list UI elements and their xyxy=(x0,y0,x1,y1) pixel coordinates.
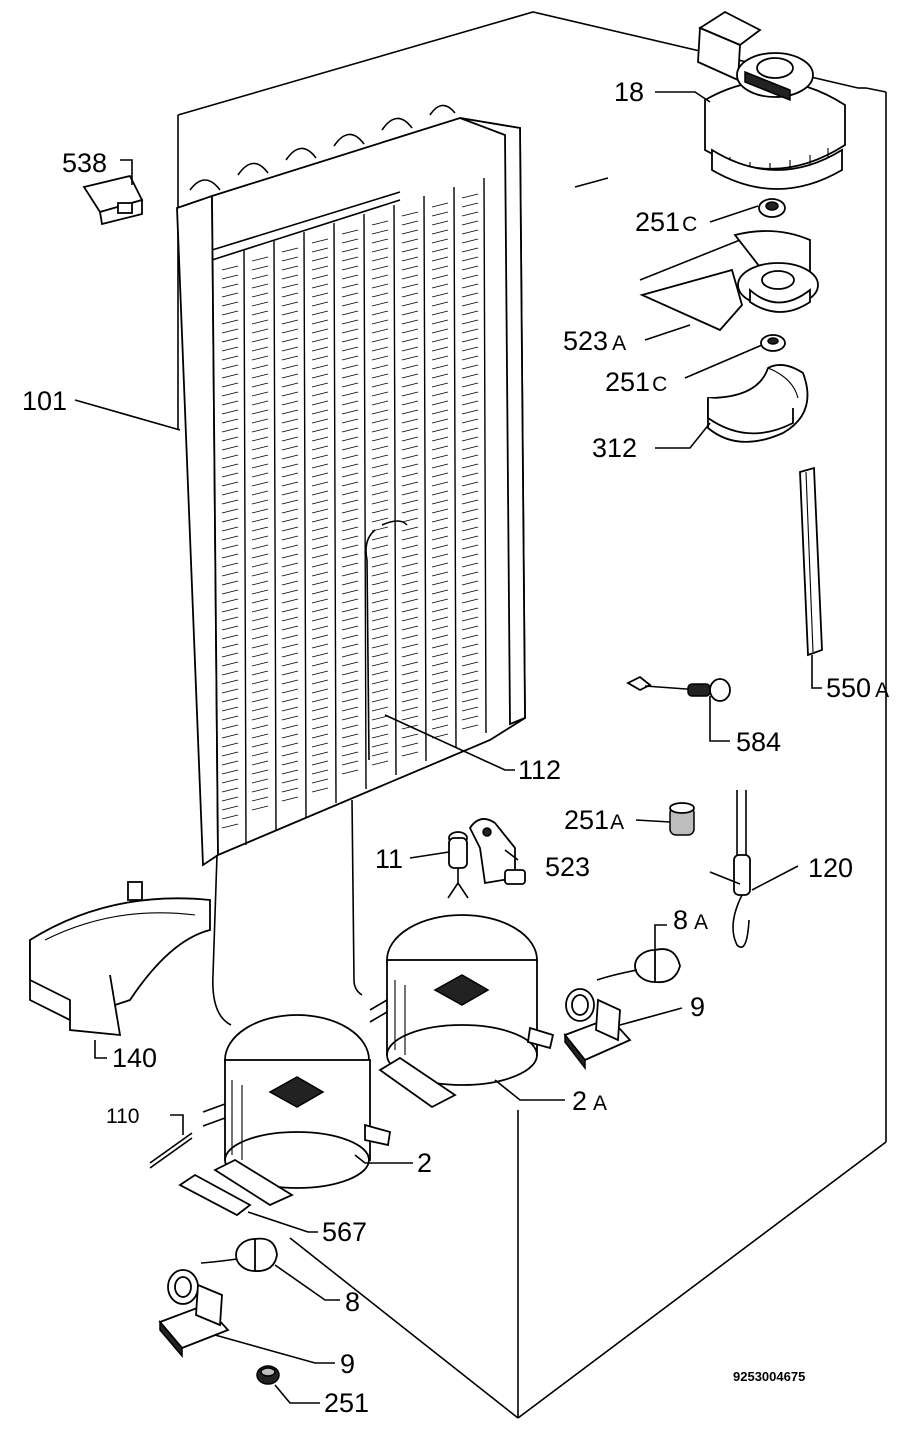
part-251c-bottom xyxy=(760,334,786,352)
label-110: 110 xyxy=(106,1105,139,1128)
part-9-bottom xyxy=(158,1269,230,1359)
part-2-compressor xyxy=(202,1014,392,1207)
condenser-101 xyxy=(176,104,526,1026)
part-120 xyxy=(709,790,751,948)
part-8a xyxy=(596,948,681,984)
part-251c-top xyxy=(758,198,786,218)
label-251: 251 xyxy=(324,1388,369,1418)
part-523 xyxy=(468,818,526,885)
part-18 xyxy=(697,10,846,190)
part-251a xyxy=(669,802,695,836)
label-8: 8 xyxy=(345,1287,360,1317)
leader-lines xyxy=(74,91,822,1404)
label-251c-top: 251C xyxy=(635,207,697,237)
label-9-right: 9 xyxy=(690,992,705,1022)
part-584 xyxy=(626,675,731,702)
part-140 xyxy=(29,881,211,1037)
label-251c-bottom: 251C xyxy=(605,367,667,397)
label-11: 11 xyxy=(375,844,403,874)
label-523: 523 xyxy=(545,852,590,882)
part-550a xyxy=(799,466,823,657)
label-584: 584 xyxy=(736,727,781,757)
label-9-bottom: 9 xyxy=(340,1349,355,1379)
condenser-fins xyxy=(221,177,487,846)
part-251 xyxy=(256,1365,280,1385)
label-567: 567 xyxy=(322,1217,367,1247)
part-312 xyxy=(707,364,809,443)
part-567 xyxy=(178,1173,252,1217)
label-101: 101 xyxy=(22,386,67,416)
part-2a-compressor xyxy=(369,914,555,1109)
label-251a: 251A xyxy=(564,805,624,835)
part-9-right xyxy=(563,988,632,1071)
label-2: 2 xyxy=(417,1148,432,1178)
document-code: 9253004675 xyxy=(733,1369,805,1384)
label-538: 538 xyxy=(62,148,107,178)
label-312: 312 xyxy=(592,433,637,463)
part-538 xyxy=(82,174,144,226)
label-112: 112 xyxy=(518,755,561,785)
label-18: 18 xyxy=(614,77,644,107)
part-110 xyxy=(149,1132,193,1169)
part-523a xyxy=(639,230,819,332)
part-8 xyxy=(200,1237,278,1272)
label-120: 120 xyxy=(808,853,853,883)
part-11 xyxy=(447,831,469,899)
label-140: 140 xyxy=(112,1043,157,1073)
